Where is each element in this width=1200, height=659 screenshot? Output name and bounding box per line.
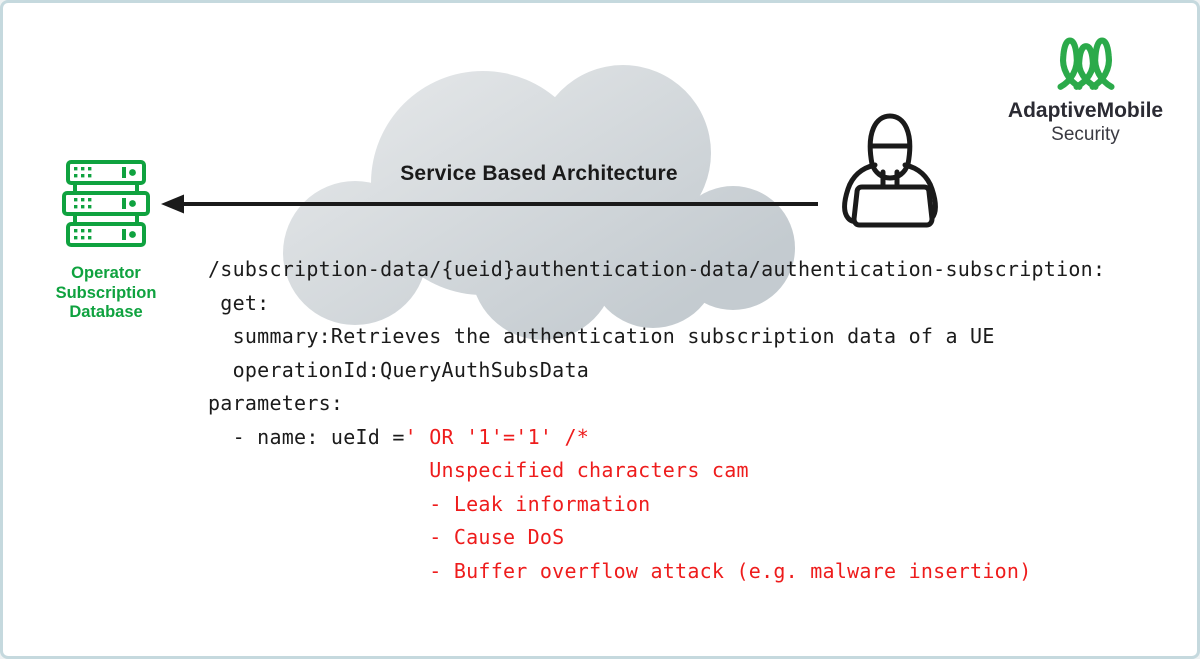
code-line: parameters: [208,391,344,415]
code-line: - Cause DoS [208,525,565,549]
database-label-line: Database [69,303,143,321]
code-line: Unspecified characters cam [208,458,749,482]
database-label: Operator Subscription Database [31,264,181,323]
brand-name: AdaptiveMobile [1007,99,1164,122]
code-line: - Buffer overflow attack (e.g. malware i… [208,558,1032,583]
sba-cloud [283,65,795,340]
database-server-icon [62,160,150,247]
api-code-block: /subscription-data/{ueid}authentication-… [208,253,1105,588]
code-line: operationId:QueryAuthSubsData [208,357,590,382]
database-label-line: Subscription [55,283,157,302]
code-line: - Leak information [208,491,651,516]
adaptivemobile-logo-icon [1056,37,1115,90]
code-line: - name: ueId =' OR '1'='1' /* [208,424,590,449]
database-label-line: Operator [71,264,141,282]
cloud-title: Service Based Architecture [400,162,678,185]
attack-arrow-icon [161,194,818,214]
code-line: /subscription-data/{ueid}authentication-… [208,257,1106,281]
brand-block: AdaptiveMobile Security [988,33,1183,146]
brand-division: Security [1051,124,1120,145]
code-line: summary:Retrieves the authentication sub… [208,324,995,348]
code-line: get: [208,290,270,315]
hacker-icon [842,113,938,228]
